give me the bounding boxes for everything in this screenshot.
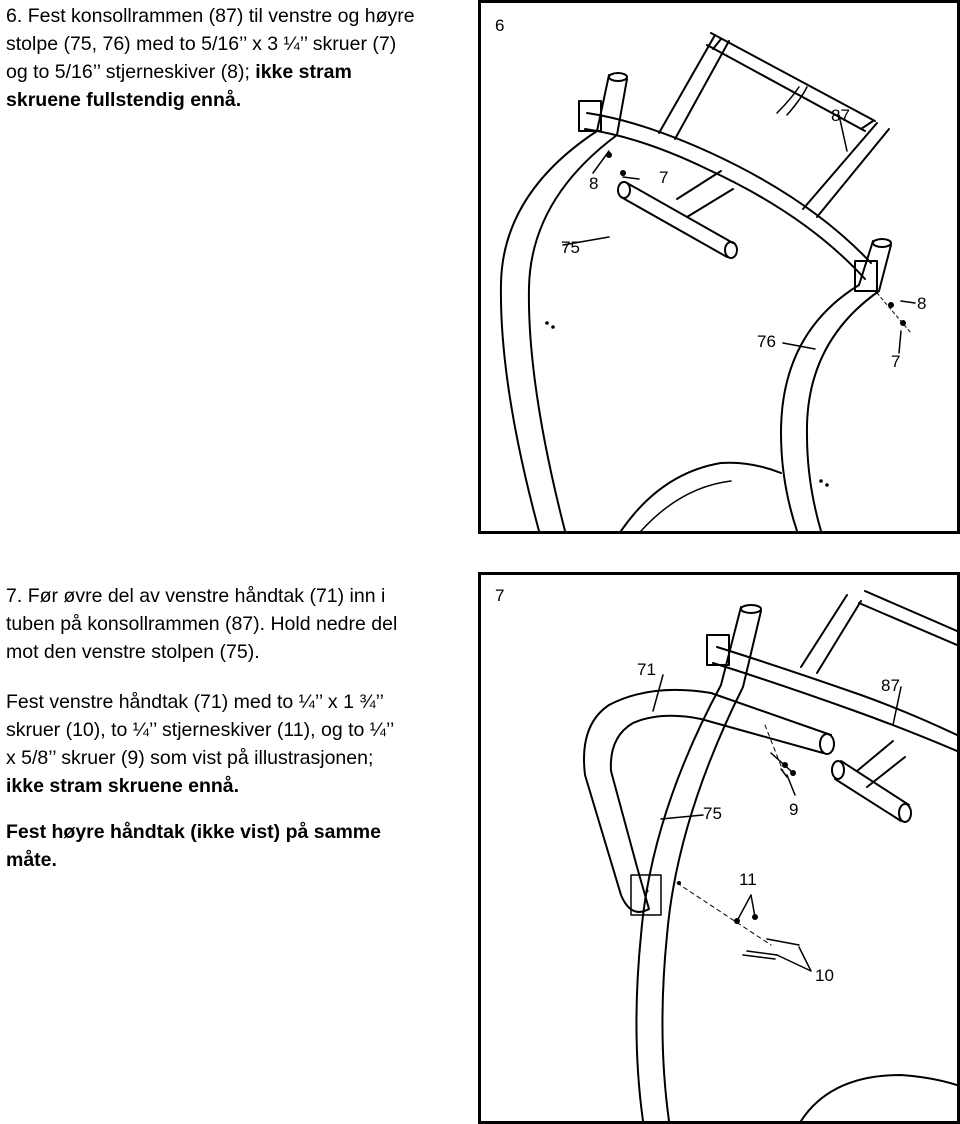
step-6-bold-3: ikke stram: [255, 61, 352, 83]
fig6-callout-75: 75: [561, 238, 580, 257]
tube-segment: [834, 760, 910, 822]
step-6-line-1: 6. Fest konsollrammen (87) til venstre o…: [6, 2, 466, 30]
fig6-callout-7b: 7: [891, 352, 900, 371]
step-7-line-2: tuben på konsollrammen (87). Hold nedre …: [6, 613, 398, 635]
step-7-text-1: Før øvre del av venstre håndtak (71) inn…: [27, 585, 386, 607]
step-7-bold-7: ikke stram skruene ennå.: [6, 775, 240, 797]
fig6-callout-8a: 8: [589, 174, 598, 193]
step-6-line-4: skruene fullstendig ennå.: [6, 86, 466, 114]
deck-curve: [800, 1074, 957, 1121]
step-7-instructions: 7. Før øvre del av venstre håndtak (71) …: [6, 582, 468, 874]
step-7-number: 7.: [6, 585, 23, 607]
figure-7-drawing: 7 71 87 75 9 11 10: [495, 586, 957, 1121]
console-tube-top: [716, 646, 957, 736]
fig6-callout-76: 76: [757, 332, 776, 351]
upright-76-outer: [780, 240, 874, 531]
fig6-step-label: 6: [495, 16, 504, 35]
handle-71: [583, 688, 832, 913]
fig7-callout-11: 11: [739, 870, 757, 889]
fig7-callout-10: 10: [815, 966, 834, 985]
console-tube-bottom: [584, 128, 866, 280]
deck-curve: [620, 461, 782, 531]
step-6-text-1: Fest konsollrammen (87) til venstre og h…: [27, 5, 415, 27]
step-7-line-3: mot den venstre stolpen (75).: [6, 641, 260, 663]
step-7-line-9: måte.: [6, 846, 468, 874]
upright-75-inner: [661, 610, 762, 1121]
step-6-number: 6.: [6, 5, 23, 27]
frame-rail-left: [658, 34, 730, 140]
frame-rail: [800, 594, 862, 674]
fig6-callout-87: 87: [831, 106, 850, 125]
figure-6-drawing: 6 87 8 7 75 76 8 7: [495, 16, 926, 531]
step-7-line-4: Fest venstre håndtak (71) med to ¼’’ x 1…: [6, 691, 384, 713]
console-tube-top: [586, 112, 872, 264]
fig7-callout-9: 9: [789, 800, 798, 819]
step-7-bold-8: Fest høyre håndtak (ikke vist) på samme: [6, 821, 381, 843]
step-6-text-3: og to 5/16’’ stjerneskiver (8);: [6, 61, 250, 83]
handle-tube: [620, 182, 734, 258]
frame-rail-right: [802, 122, 890, 218]
fig7-callout-75: 75: [703, 804, 722, 823]
fig7-callout-71: 71: [637, 660, 656, 679]
step-7-line-6: x 5/8’’ skruer (9) som vist på illustras…: [6, 747, 374, 769]
fig6-callout-8b: 8: [917, 294, 926, 313]
step-6-instructions: 6. Fest konsollrammen (87) til venstre o…: [6, 2, 466, 114]
fig7-callout-87: 87: [881, 676, 900, 695]
step-6-line-3: og to 5/16’’ stjerneskiver (8); ikke str…: [6, 58, 466, 86]
figure-7-illustration: 7 71 87 75 9 11 10: [478, 572, 960, 1124]
fig6-callout-7a: 7: [659, 168, 668, 187]
upright-76-inner: [805, 244, 892, 531]
fig7-step-label: 7: [495, 586, 504, 605]
upright-75-outer: [499, 74, 610, 531]
figure-6-illustration: 6 87 8 7 75 76 8 7: [478, 0, 960, 534]
step-7-line-7: ikke stram skruene ennå.: [6, 772, 468, 800]
step-6-line-2: stolpe (75, 76) med to 5/16’’ x 3 ¼’’ sk…: [6, 33, 397, 55]
step-7-line-8: Fest høyre håndtak (ikke vist) på samme: [6, 818, 468, 846]
step-7-bold-9: måte.: [6, 849, 57, 871]
upright-75-inner: [527, 78, 628, 531]
console-tube-bottom: [712, 662, 957, 752]
step-7-line-1: 7. Før øvre del av venstre håndtak (71) …: [6, 582, 468, 610]
step-7-line-5: skruer (10), to ¼’’ stjerneskiver (11), …: [6, 719, 395, 741]
step-6-bold-4: skruene fullstendig ennå.: [6, 89, 242, 111]
upright-75-outer: [635, 606, 742, 1121]
